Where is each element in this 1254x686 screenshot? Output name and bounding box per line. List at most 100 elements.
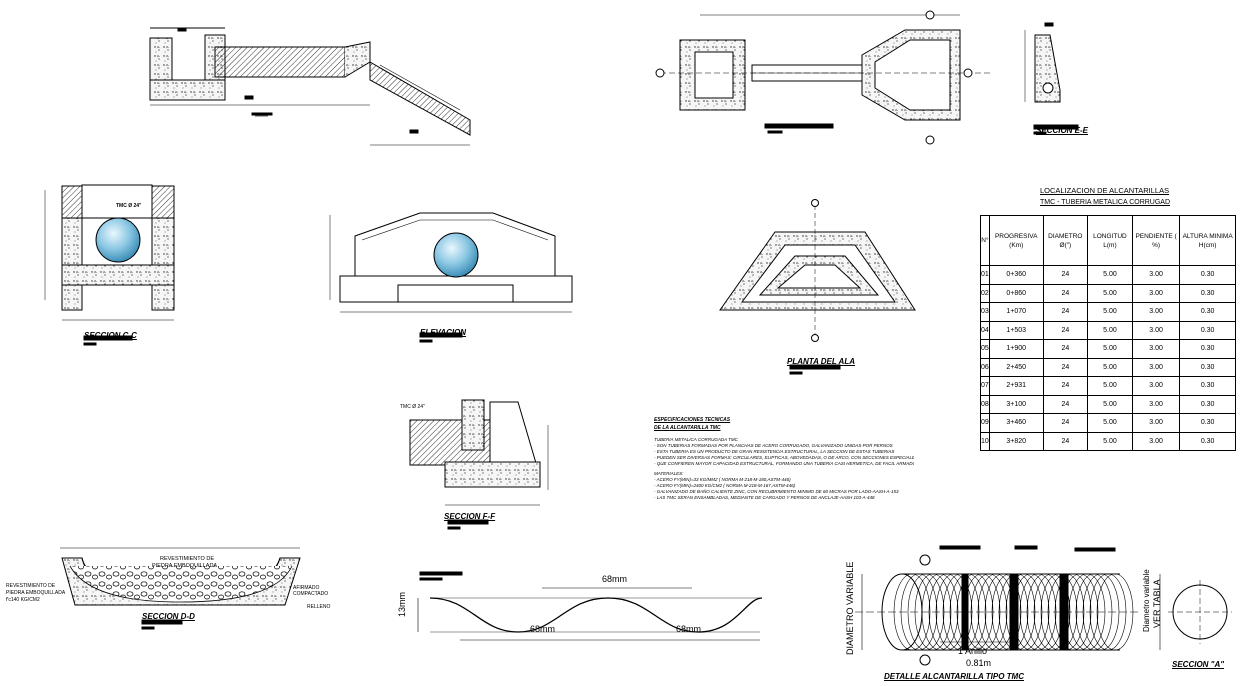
table-cell: 0+860 xyxy=(988,283,1044,303)
table-cell: 24 xyxy=(1042,413,1089,433)
table-cell: 24 xyxy=(1042,394,1089,414)
table-cell: 24 xyxy=(1042,302,1089,322)
table-cell: 3.00 xyxy=(1131,357,1181,377)
table-cell: 5.00 xyxy=(1087,302,1133,322)
note-line: - ACERO FY(MIN)=2400 KG/CM2 ( NORMA M-21… xyxy=(654,483,796,488)
table-cell: 1+900 xyxy=(988,339,1044,359)
relleno-label: RELLENO xyxy=(307,604,331,610)
table-header-cell: N° xyxy=(980,215,990,266)
table-cell: 5.00 xyxy=(1087,357,1133,377)
section-c-c-title: SECCION C-C xyxy=(84,331,137,340)
longitudinal-profile-view xyxy=(149,27,471,146)
table-cell: 5.00 xyxy=(1087,394,1133,414)
table-cell: 5.00 xyxy=(1087,320,1133,340)
note-line: - GALVANIZADO DE BAÑO CALIENTE ZINC, CON… xyxy=(654,489,899,494)
table-cell: 24 xyxy=(1042,265,1089,285)
table-cell: 3+820 xyxy=(988,431,1044,451)
table-cell: 01 xyxy=(980,265,990,285)
section-f-f-title: SECCION F-F xyxy=(444,512,496,521)
pipe-ring xyxy=(1068,573,1106,651)
table-cell: 5.00 xyxy=(1087,376,1133,396)
table-cell: 1+503 xyxy=(988,320,1044,340)
notes-heading-1: ESPECIFICACIONES TECNICAS xyxy=(654,417,731,423)
table-cell: 0+360 xyxy=(988,265,1044,285)
table-cell: 5.00 xyxy=(1087,265,1133,285)
corrugation-pitch-bottom-right: 68mm xyxy=(676,624,702,634)
pipe-ring xyxy=(970,573,1008,651)
table-cell: 3+460 xyxy=(988,413,1044,433)
detail-diameter-variable-label: Diametro variable xyxy=(1142,569,1151,632)
table-cell: 0.30 xyxy=(1179,376,1236,396)
table-cell: 3.00 xyxy=(1131,413,1181,433)
ring-length: 0.81m xyxy=(966,658,992,668)
section-c-c-drawing xyxy=(44,184,175,346)
table-cell: 24 xyxy=(1042,357,1089,377)
note-line: - ESTA TUBERIA ES UN PRODUCTO DE GRAN RE… xyxy=(654,449,895,454)
note-line: - PUEDEN SER DIVERSAS FORMAS: CIRCULARES… xyxy=(654,455,914,460)
note-line: - ACERO FY(MIN)=33 KG/MM2 ( NORMA M-218-… xyxy=(654,477,791,482)
wing-plan-drawing xyxy=(719,199,916,375)
section-e-e-title: SECCION E-E xyxy=(1036,126,1089,135)
notes-heading-2: DE LA ALCANTARILLA TMC xyxy=(654,425,721,431)
pipe-ring xyxy=(1040,573,1078,651)
pipe-ring xyxy=(1089,573,1127,651)
pipe-ring xyxy=(1096,573,1134,651)
table-cell: 24 xyxy=(1042,283,1089,303)
note-line: - SON TUBERIAS FORMADAS POR PLANCHAS DE … xyxy=(654,443,893,448)
pipe-ring xyxy=(1082,573,1120,651)
table-cell: 3.00 xyxy=(1131,431,1181,451)
revestimiento-left-3: f'c140 KG/CM2 xyxy=(6,597,40,603)
elevation-drawing xyxy=(329,212,573,343)
table-cell: 3.00 xyxy=(1131,265,1181,285)
note-line: MATERIALES: xyxy=(654,471,684,476)
pipe-ring xyxy=(1019,573,1057,651)
revestimiento-label-2: PIEDRA EMBOQUILLADA xyxy=(152,563,218,569)
pipe-ring xyxy=(907,573,945,651)
table-header-cell: ALTURA MINIMA H(cm) xyxy=(1179,215,1236,266)
table-header-cell: LONGITUD L(m) xyxy=(1087,215,1133,266)
table-cell: 24 xyxy=(1042,431,1089,451)
table-title: LOCALIZACION DE ALCANTARILLAS xyxy=(1040,186,1170,195)
pipe-ring xyxy=(956,573,994,651)
table-cell: 0.30 xyxy=(1179,265,1236,285)
table-cell: 09 xyxy=(980,413,990,433)
revestimiento-left-1: REVESTIMIENTO DE xyxy=(6,583,56,589)
table-cell: 5.00 xyxy=(1087,283,1133,303)
table-cell: 0.30 xyxy=(1179,283,1236,303)
section-f-f-drawing xyxy=(409,399,549,530)
table-cell: 03 xyxy=(980,302,990,322)
section-a-title: SECCION "A" xyxy=(1172,660,1225,669)
table-cell: 24 xyxy=(1042,376,1089,396)
ring-label: 1 Anillo xyxy=(958,646,988,656)
table-cell: 02 xyxy=(980,283,990,303)
table-cell: 0.30 xyxy=(1179,394,1236,414)
note-line: - QUE CONFIEREN MAYOR CAPACIDAD ESTRUCTU… xyxy=(654,461,914,466)
corrugation-profile xyxy=(417,571,763,641)
corrugated-pipe-detail xyxy=(855,545,1232,666)
detail-ver-tabla-label: VER TABLA xyxy=(1152,579,1162,628)
table-cell: 08 xyxy=(980,394,990,414)
pipe-ring xyxy=(1075,573,1113,651)
culvert-location-table: N°PROGRESIVA (Km)DIAMETRO Ø(")LONGITUD L… xyxy=(980,215,1236,451)
table-cell: 06 xyxy=(980,357,990,377)
pipe-ring xyxy=(1005,573,1043,651)
table-cell: 0.30 xyxy=(1179,320,1236,340)
pipe-ring xyxy=(921,573,959,651)
table-cell: 3.00 xyxy=(1131,376,1181,396)
pipe-ring xyxy=(1054,573,1092,651)
pipe-ring xyxy=(900,573,938,651)
table-cell: 07 xyxy=(980,376,990,396)
table-subtitle: TMC - TUBERIA METALICA CORRUGAD xyxy=(1040,199,1171,206)
pipe-ring xyxy=(935,573,973,651)
detail-diameter-label: DIAMETRO VARIABLE xyxy=(845,561,855,655)
table-cell: 24 xyxy=(1042,339,1089,359)
section-d-d-title: SECCION D-D xyxy=(142,612,195,621)
table-cell: 2+931 xyxy=(988,376,1044,396)
